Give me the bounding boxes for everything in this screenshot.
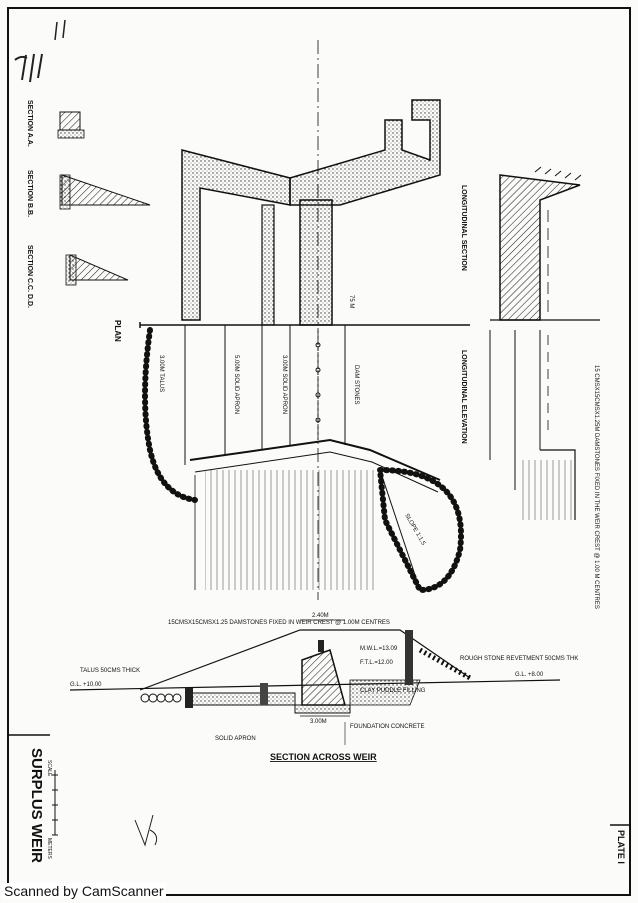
- apron-plan-label-2: 3.00M SOLID APRON: [281, 355, 287, 414]
- handwritten-marks: [14, 53, 43, 83]
- scale-unit-label: METERS: [46, 838, 52, 860]
- width-240-label: 2.40M: [312, 613, 329, 619]
- slope-label: SLOPE 1:1.5: [403, 513, 426, 547]
- width-75-label: 75 M: [348, 295, 354, 308]
- longitudinal-section: [490, 166, 600, 321]
- longitudinal-elevation: [489, 330, 576, 520]
- apron-plan-label: 5.00M SOLID APRON: [233, 355, 239, 414]
- section-across-weir-label: SECTION ACROSS WEIR: [270, 752, 377, 762]
- gl-left-label: G.L. +10.00: [70, 682, 102, 688]
- longitudinal-elevation-label: LONGITUDINAL ELEVATION: [460, 350, 467, 444]
- sheet-border: [7, 7, 631, 896]
- plan-label: PLAN: [113, 320, 122, 342]
- gl-right-label: G.L. +8.00: [515, 672, 544, 678]
- section-aa-label: SECTION A.A.: [26, 100, 33, 147]
- handwritten-scribble: [134, 814, 158, 847]
- section-across-weir: [69, 619, 561, 745]
- damstones-side-label: 15 CMSX15CMSX1.25M DAMSTONES FIXED IN TH…: [593, 365, 599, 609]
- foundation-label: FOUNDATION CONCRETE: [350, 724, 425, 730]
- plate-label: PLATE I: [616, 830, 626, 864]
- plan-view: [139, 40, 470, 600]
- scale-label: SCALE: [46, 760, 52, 777]
- section-bb-label: SECTION B.B.: [26, 170, 33, 217]
- talus-label: TALUS 50CMS THICK: [80, 668, 140, 674]
- ftl-label: F.T.L.=12.00: [360, 660, 394, 666]
- section-cc-label: SECTION C.C. D.D.: [26, 245, 33, 308]
- mwl-label: M.W.L.=13.09: [360, 646, 398, 652]
- width-300-label: 3.00M: [310, 719, 327, 725]
- scanner-watermark: Scanned by CamScanner: [2, 883, 166, 899]
- small-sections: [57, 111, 151, 286]
- sheet-title: SURPLUS WEIR: [28, 748, 45, 863]
- longitudinal-section-label: LONGITUDINAL SECTION: [460, 185, 467, 271]
- damstones-top-label: 15CMSX15CMSX1.25 DAMSTONES FIXED IN WEIR…: [168, 620, 390, 626]
- talus-plan-label: 3.00M TALUS: [158, 355, 164, 392]
- rough-stone-label: ROUGH STONE REVETMENT 50CMS THK: [460, 656, 578, 662]
- solid-apron-label: SOLID APRON: [215, 736, 256, 742]
- clay-puddle-label: CLAY PUDDLE FILLING: [360, 688, 426, 694]
- title-block: [52, 770, 58, 836]
- dam-stones-label: DAM STONES: [353, 365, 359, 405]
